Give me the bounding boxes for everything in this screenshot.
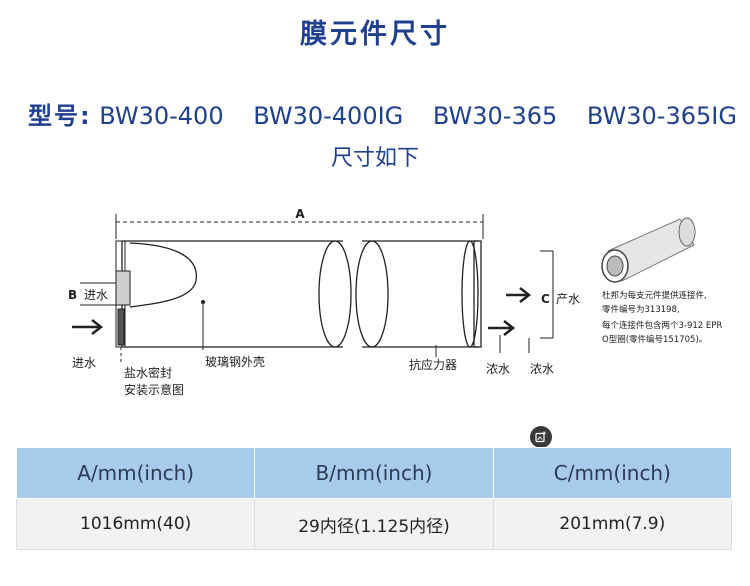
dimension-table: A/mm(inch) B/mm(inch) C/mm(inch) 1016mm(… <box>15 447 733 550</box>
column-header-b: B/mm(inch) <box>254 447 494 499</box>
image-edit-button[interactable] <box>530 426 552 448</box>
table-row: 1016mm(40) 29内径(1.125内径) 201mm(7.9) <box>15 498 733 550</box>
model-item: BW30-400IG <box>253 102 404 130</box>
model-item: BW30-365 <box>432 102 558 130</box>
fiberglass-shell-label: 玻璃钢外壳 <box>205 355 265 369</box>
shell-marker <box>201 300 205 304</box>
feed-in-label: 进水 <box>72 356 96 370</box>
brine-seal-label-line2: 安装示意图 <box>124 382 184 397</box>
connector-note-line: 零件编号为313198, <box>602 304 680 315</box>
b-inlet-label: 进水 <box>84 288 108 302</box>
dimension-c-label: C <box>541 292 550 306</box>
product-arrow <box>506 287 532 303</box>
column-header-a: A/mm(inch) <box>15 447 256 499</box>
anti-telescoping-label: 抗应力器 <box>409 357 457 372</box>
connector-note-line: O型圈(零件编号151705)。 <box>602 334 707 345</box>
column-header-c: C/mm(inch) <box>492 447 733 499</box>
product-label: 产水 <box>556 292 580 306</box>
page-subtitle: 尺寸如下 <box>330 146 419 171</box>
table-header-row: A/mm(inch) B/mm(inch) C/mm(inch) <box>15 447 733 499</box>
connector-note-line: 每个连接件包含两个3-912 EPR <box>602 320 722 331</box>
feed-arrow <box>72 319 104 335</box>
membrane-diagram: A B 进水 进水 盐水密封 安装示意图 玻璃钢外壳 抗应力器 <box>68 207 722 397</box>
model-item: BW30-365IG <box>586 102 737 130</box>
cell-b-value: 29内径(1.125内径) <box>254 498 494 550</box>
model-line: 型号: BW30-400 BW30-400IG BW30-365 BW30-36… <box>28 96 737 131</box>
concentrate-label-2: 浓水 <box>530 362 554 376</box>
dimension-b-bracket <box>80 282 116 306</box>
page-title: 膜元件尺寸 <box>300 19 450 50</box>
concentrate-arrow <box>488 320 516 336</box>
brine-seal-label: 盐水密封 <box>124 365 172 380</box>
model-label: 型号: <box>28 102 92 130</box>
dimension-b-label: B <box>68 288 77 302</box>
cell-c-value: 201mm(7.9) <box>492 498 733 550</box>
membrane-body <box>121 240 482 348</box>
image-edit-icon <box>535 431 546 443</box>
connector-illustration <box>601 217 696 283</box>
cell-a-value: 1016mm(40) <box>15 498 256 550</box>
dimension-a-line <box>115 214 484 239</box>
model-item: BW30-400 <box>99 102 224 130</box>
brine-seal-cap <box>115 240 131 348</box>
dimension-a-label: A <box>295 207 305 221</box>
dimension-c-bracket <box>540 250 554 339</box>
connector-note-line: 杜邦为每支元件提供连接件, <box>602 290 707 301</box>
concentrate-label-1: 浓水 <box>486 362 510 376</box>
